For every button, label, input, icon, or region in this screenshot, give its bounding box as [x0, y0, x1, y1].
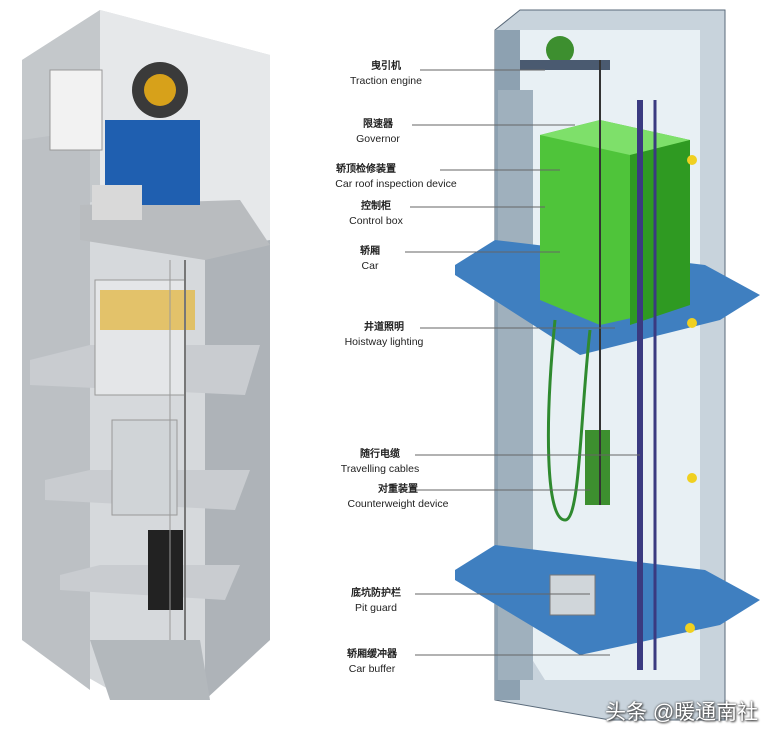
label-zh: 轿厢缓冲器: [347, 649, 397, 660]
counterweight: [148, 530, 183, 610]
label-zh: 底坑防护栏: [351, 588, 401, 599]
label-en: Car buffer: [348, 663, 396, 675]
label-en: Car: [361, 260, 379, 272]
label-zh: 随行电缆: [360, 449, 400, 460]
label-traction-engine: 曳引机 Traction engine: [306, 60, 466, 88]
label-en: Travelling cables: [340, 463, 420, 475]
label-en: Control box: [349, 215, 403, 227]
label-zh: 控制柜: [361, 201, 391, 212]
traction-machine: [546, 36, 574, 64]
label-zh: 曳引机: [371, 61, 401, 72]
label-en: Hoistway lighting: [344, 336, 424, 348]
label-car: 轿厢 Car: [290, 245, 450, 273]
label-en: Car roof inspection device: [335, 178, 457, 190]
label-en: Counterweight device: [347, 498, 449, 510]
label-zh: 限速器: [363, 119, 393, 130]
label-hoistway-lighting: 井道照明 Hoistway lighting: [304, 321, 464, 349]
left-elevator-shaft: [22, 10, 270, 700]
label-zh: 井道照明: [364, 322, 404, 333]
label-car-buffer: 轿厢缓冲器 Car buffer: [292, 648, 452, 676]
label-control-box: 控制柜 Control box: [296, 200, 456, 228]
travelling-cable: [546, 319, 592, 522]
label-en: Pit guard: [354, 602, 398, 614]
label-en: Traction engine: [350, 75, 422, 87]
watermark: 头条 @暖通南社: [605, 701, 759, 724]
label-zh: 轿顶检修装置: [336, 164, 396, 175]
label-zh: 对重装置: [378, 484, 418, 495]
label-governor: 限速器 Governor: [298, 118, 458, 146]
control-cabinet: [49, 69, 103, 151]
label-counterweight: 对重装置 Counterweight device: [318, 483, 478, 511]
floor-slab: [455, 545, 760, 655]
label-en: Governor: [356, 133, 400, 145]
label-pit-guard: 底坑防护栏 Pit guard: [296, 587, 456, 615]
leader-lines: [405, 69, 640, 656]
label-zh: 轿厢: [360, 246, 380, 257]
label-car-roof-inspection: 轿顶检修装置 Car roof inspection device: [316, 163, 476, 191]
counterweight: [585, 430, 610, 505]
label-travelling-cables: 随行电缆 Travelling cables: [300, 448, 460, 476]
right-elevator-shaft: [455, 9, 760, 721]
